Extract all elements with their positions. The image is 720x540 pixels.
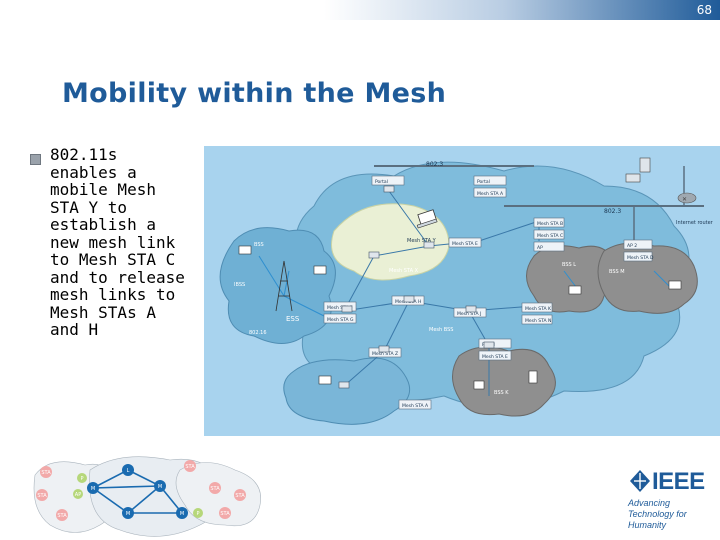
antenna-tower-icon [275, 260, 293, 312]
label-mesh-sta-g: Mesh STA G [327, 317, 354, 323]
label-bss-m: BSS M [609, 269, 625, 275]
mini-node-labels: STA P L STA STA AP M M STA STA M M P STA… [37, 464, 245, 519]
mini-mesh-diagram: STA P L STA STA AP M M STA STA M M P STA… [33, 456, 262, 537]
svg-text:L: L [127, 468, 130, 474]
label-mesh-sta-e2: Mesh STA E [482, 354, 508, 360]
label-mesh-sta-x: Mesh STA X [389, 268, 419, 274]
svg-text:STA: STA [41, 470, 51, 476]
bss-l-cloud [526, 245, 618, 313]
router-icon: ✕ [677, 192, 697, 204]
label-ibss: IBSS [234, 282, 245, 288]
svg-text:P: P [196, 511, 199, 517]
label-mesh-sta-j: Mesh STA J [457, 311, 481, 317]
ieee-logo: IEEE Advancing Technology for Humanity [628, 468, 720, 536]
bullet-square-icon [30, 154, 41, 165]
label-8023-right: 802.3 [604, 208, 621, 215]
label-bss-l: BSS L [562, 262, 576, 268]
svg-text:AP: AP [75, 492, 81, 498]
laptop-icon [416, 209, 438, 229]
svg-text:✕: ✕ [682, 196, 687, 203]
svg-text:STA: STA [220, 511, 230, 517]
label-bss-k: BSS K [494, 390, 509, 396]
label-ess: ESS [286, 315, 300, 323]
label-ap: AP [537, 245, 543, 251]
label-bss: BSS [254, 242, 264, 248]
label-mesh-sta-f: Mesh STA F [327, 305, 353, 311]
bss-m-cloud [597, 242, 698, 314]
label-mesh-sta-e: Mesh STA E [452, 241, 478, 247]
label-mesh-sta-d: Mesh STA D [627, 255, 654, 261]
label-mesh-sta-c: Mesh STA C [537, 233, 563, 239]
page-number: 68 [696, 3, 712, 17]
svg-text:P: P [80, 476, 83, 482]
svg-text:STA: STA [185, 464, 195, 470]
mesh-sta-y-highlight [331, 203, 450, 281]
bottom-bss-cloud [283, 357, 411, 425]
label-internet-router: Internet router [676, 220, 714, 226]
label-mesh-sta-b: Mesh STA B [537, 221, 563, 227]
mesh-node-icons [338, 185, 495, 389]
ieee-wordmark: IEEE [652, 468, 705, 495]
label-mesh-sta-a2: Mesh STA A [402, 403, 429, 409]
label-portal-2: Portal [477, 179, 490, 185]
slide-title: Mobility within the Mesh [62, 78, 447, 109]
svg-text:STA: STA [57, 513, 67, 519]
svg-text:M: M [126, 511, 130, 517]
label-mesh-sta-n: Mesh STA N [525, 318, 551, 324]
wireless-links [258, 255, 670, 317]
top-gradient-bar [0, 0, 720, 20]
svg-text:M: M [158, 484, 162, 490]
label-mesh-sta-z: Mesh STA Z [372, 351, 398, 357]
mesh-network-diagram: 802.3 802.3 Portal Portal Mesh STA A Mes… [204, 146, 720, 436]
ieee-tagline: Advancing Technology for Humanity [628, 498, 687, 530]
label-80216: 802.16 [249, 330, 267, 336]
ieee-kite-icon [630, 470, 650, 492]
svg-text:M: M [180, 511, 184, 517]
label-mesh-sta-y: Mesh STA Y [407, 238, 437, 244]
label-mesh-sta-a: Mesh STA A [477, 191, 504, 197]
label-mesh-bss: Mesh BSS [429, 327, 453, 333]
label-portal: Portal [375, 179, 388, 185]
label-boxes [323, 175, 653, 410]
desktop-icon [625, 157, 651, 183]
label-8023-top: 802.3 [426, 161, 443, 168]
mini-node-circles [36, 460, 246, 521]
svg-text:STA: STA [37, 493, 47, 499]
svg-text:M: M [91, 486, 95, 492]
bullet-text: 802.11s enables a mobile Mesh STA Y to e… [50, 145, 185, 339]
client-laptop-icons [238, 245, 682, 390]
label-ap2: AP 2 [627, 243, 637, 249]
svg-text:STA: STA [210, 486, 220, 492]
label-mesh-sta-k: Mesh STA K [525, 306, 552, 312]
svg-text:STA: STA [235, 493, 245, 499]
